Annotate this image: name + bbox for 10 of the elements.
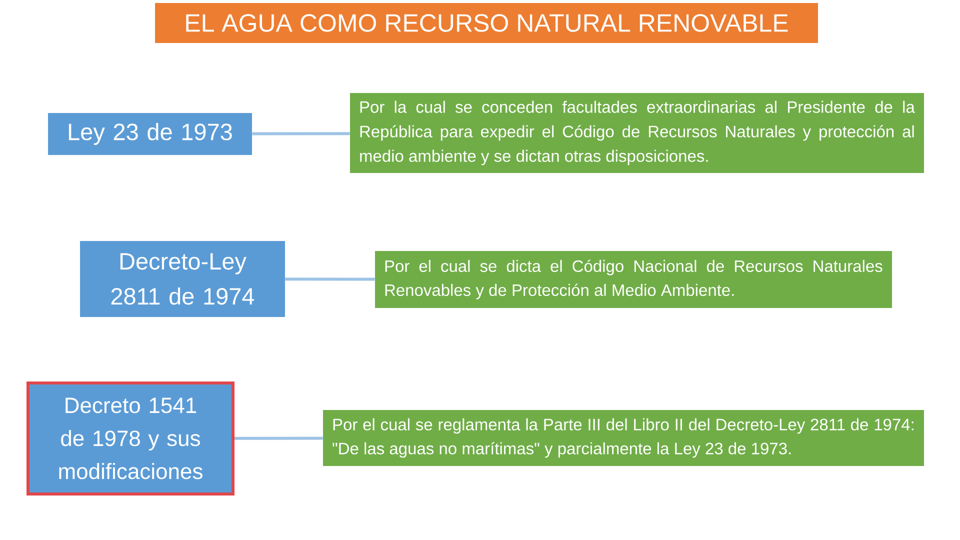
connector-line [285,278,375,281]
connector-line [252,132,350,136]
description-box: Por la cual se conceden facultades extraordinarias al Presidente de la República para expedir el Código de Recursos Naturales y protección al medio ambiente y se dictan otras disposiciones. [350,93,924,173]
description-box: Por el cual se dicta el Código Nacional de Recursos Naturales Renovables y de Protección al Medio Ambiente. [375,250,892,308]
connector-line [234,436,323,440]
description-box: Por el cual se reglamenta la Parte III del Libro II del Decreto-Ley 2811 de 1974: "De las aguas no marítimas" y parcialmente la Ley 23 de 1973. [323,410,924,466]
heading-box: Decreto-Ley 2811 de 1974 [80,241,285,317]
heading-box: Decreto 1541 de 1978 y sus modificaciones [26,382,234,496]
heading-box: Ley 23 de 1973 [48,113,252,155]
title-banner: EL AGUA COMO RECURSO NATURAL RENOVABLE [155,3,818,43]
